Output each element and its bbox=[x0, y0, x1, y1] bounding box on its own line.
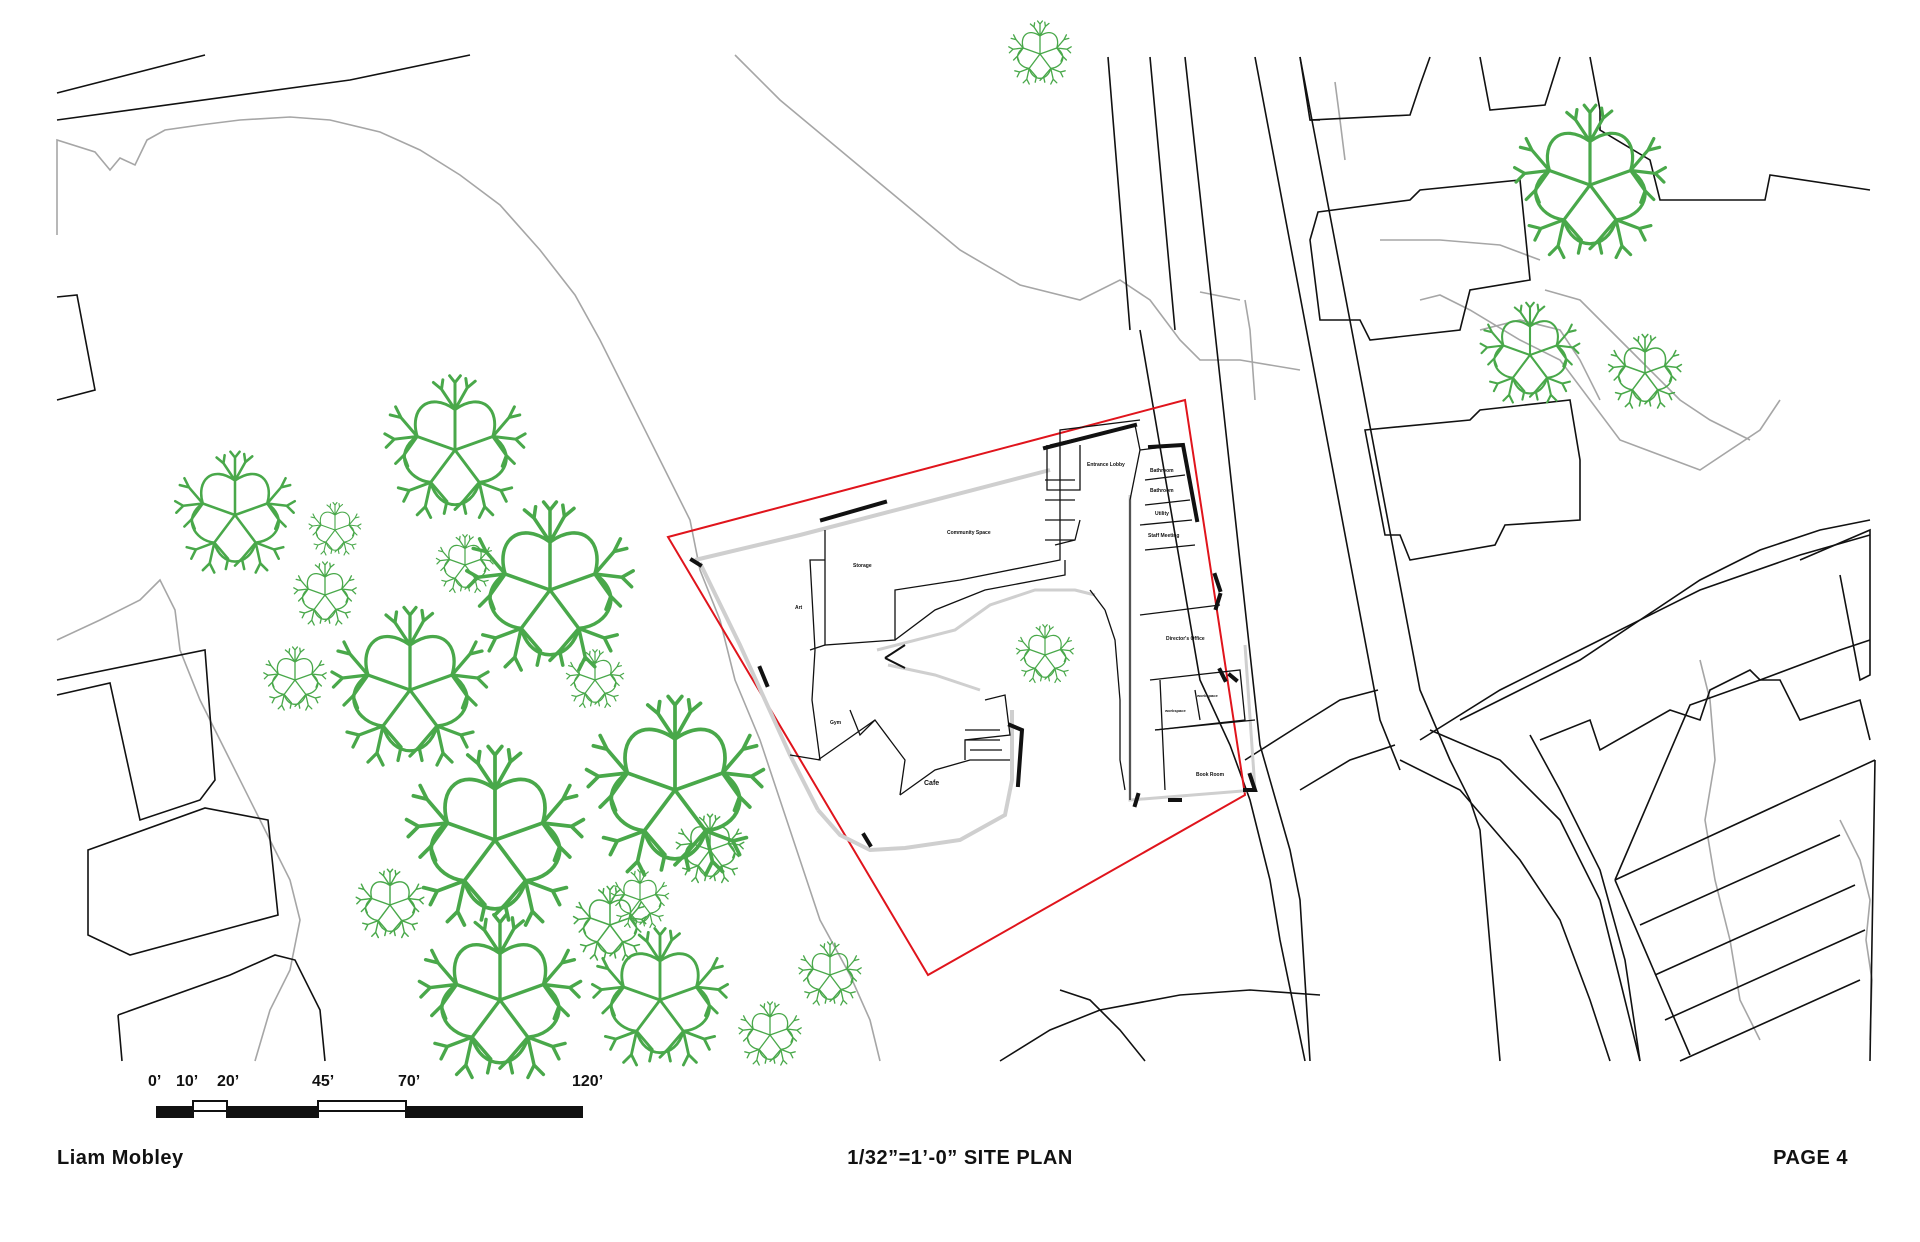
scale-label-120: 120’ bbox=[572, 1073, 603, 1090]
building-floor-plan bbox=[694, 419, 1257, 853]
scale-bar: 0’ 10’ 20’ 45’ 70’ 120’ bbox=[148, 1073, 603, 1118]
tree-icon bbox=[465, 500, 635, 672]
tree-icon bbox=[565, 649, 625, 709]
page-number: PAGE 4 bbox=[1773, 1147, 1848, 1169]
tree-icon bbox=[293, 561, 357, 626]
room-label-utility: Utility bbox=[1155, 511, 1169, 517]
scale-label-45: 45’ bbox=[312, 1073, 334, 1090]
tree-icon bbox=[355, 868, 425, 939]
scale-label-20: 20’ bbox=[217, 1073, 239, 1090]
tree-icon bbox=[330, 605, 490, 767]
room-labels: Entrance Lobby Bathroom Bathroom Utility… bbox=[795, 462, 1225, 787]
room-label-book-room: Book Room bbox=[1196, 772, 1225, 778]
context-linework bbox=[56, 54, 1876, 1062]
tree-icon bbox=[263, 646, 327, 711]
room-label-entrance-lobby: Entrance Lobby bbox=[1087, 462, 1125, 468]
tree-icon bbox=[675, 813, 745, 884]
room-label-cafe: Cafe bbox=[924, 780, 939, 787]
tree-icon bbox=[1607, 333, 1683, 409]
author-name: Liam Mobley bbox=[57, 1147, 184, 1169]
trees bbox=[173, 20, 1683, 1080]
property-line bbox=[666, 398, 1247, 977]
scale-label-70: 70’ bbox=[398, 1073, 420, 1090]
room-label-directors-office: Director's Office bbox=[1166, 636, 1205, 642]
room-label-workspace-1: workspace bbox=[1196, 693, 1218, 698]
room-label-gym: Gym bbox=[830, 720, 842, 726]
tree-icon bbox=[584, 694, 766, 877]
tree-icon bbox=[1479, 301, 1581, 404]
sheet-title: 1/32”=1’-0” SITE PLAN bbox=[847, 1147, 1073, 1169]
tree-icon bbox=[1008, 20, 1072, 85]
room-label-art: Art bbox=[795, 605, 803, 611]
building-walls bbox=[689, 422, 1258, 848]
tree-icon bbox=[417, 913, 583, 1080]
tree-icon bbox=[798, 941, 862, 1006]
topography-lines bbox=[56, 54, 1873, 1062]
scale-label-10: 10’ bbox=[176, 1073, 198, 1090]
room-label-storage: Storage bbox=[853, 563, 872, 569]
tree-icon bbox=[590, 927, 730, 1067]
room-label-bathroom-1: Bathroom bbox=[1150, 468, 1174, 474]
tree-icon bbox=[1015, 624, 1075, 684]
tree-icon bbox=[404, 744, 586, 927]
room-label-community-space: Community Space bbox=[947, 530, 991, 536]
tree-icon bbox=[435, 534, 495, 594]
tree-icon bbox=[173, 450, 297, 574]
tree-icon bbox=[572, 885, 648, 961]
scale-label-0: 0’ bbox=[148, 1073, 161, 1090]
tree-icon bbox=[383, 374, 527, 519]
room-label-bathroom-2: Bathroom bbox=[1150, 488, 1174, 494]
scale-bar-graphic bbox=[156, 1100, 583, 1118]
room-label-workspace-2: workspace bbox=[1164, 708, 1186, 713]
room-label-staff-meeting: Staff Meeting bbox=[1148, 533, 1179, 539]
tree-icon bbox=[308, 501, 362, 556]
tree-icon bbox=[738, 1001, 802, 1066]
tree-icon bbox=[1513, 103, 1667, 260]
